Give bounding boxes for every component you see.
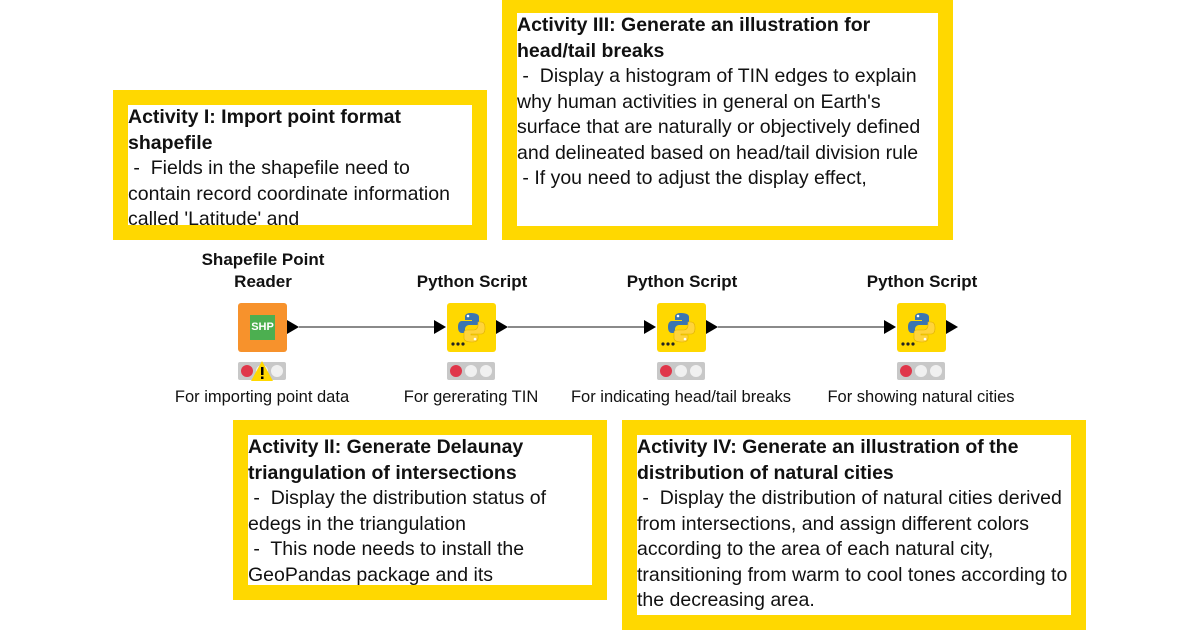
annotation-text: - Display a histogram of TIN edges to ex…	[517, 65, 926, 164]
node-label: For importing point data	[174, 388, 350, 406]
output-port[interactable]	[706, 320, 718, 334]
annotation-title: Activity I: Import point format shapefil…	[128, 106, 401, 154]
python-icon	[901, 313, 936, 346]
status-indicator	[897, 362, 945, 380]
annotation-title: Activity III: Generate an illustration f…	[517, 14, 871, 62]
output-port[interactable]	[496, 320, 508, 334]
python-script-node[interactable]	[447, 303, 496, 352]
node-label: For gererating TIN	[403, 388, 539, 406]
annotation-activity-1[interactable]: Activity I: Import point format shapefil…	[113, 90, 487, 240]
warning-icon	[251, 361, 273, 381]
connection-2-3[interactable]	[508, 326, 645, 328]
annotation-text: - Fields in the shapefile need to contai…	[128, 157, 456, 225]
input-port[interactable]	[884, 320, 896, 334]
python-icon	[661, 313, 696, 346]
python-script-node[interactable]	[657, 303, 706, 352]
python-icon	[451, 313, 486, 346]
node-label: For indicating head/tail breaks	[570, 388, 792, 406]
shp-icon: SHP	[250, 315, 275, 340]
annotation-title: Activity IV: Generate an illustration of…	[637, 436, 1019, 484]
annotation-activity-3[interactable]: Activity III: Generate an illustration f…	[502, 0, 953, 240]
connection-1-2[interactable]	[299, 326, 435, 328]
output-port[interactable]	[946, 320, 958, 334]
python-script-node[interactable]	[897, 303, 946, 352]
connection-3-4[interactable]	[718, 326, 885, 328]
input-port[interactable]	[644, 320, 656, 334]
annotation-activity-4[interactable]: Activity IV: Generate an illustration of…	[622, 420, 1086, 630]
node-title: Python Script	[866, 272, 978, 291]
input-port[interactable]	[434, 320, 446, 334]
node-title: Python Script	[416, 272, 528, 291]
annotation-title: Activity II: Generate Delaunay triangula…	[248, 436, 524, 484]
annotation-text: - This node needs to install the GeoPand…	[248, 538, 530, 585]
node-label: For showing natural cities	[827, 388, 1015, 406]
annotation-activity-2[interactable]: Activity II: Generate Delaunay triangula…	[233, 420, 607, 600]
shapefile-reader-node[interactable]: SHP	[238, 303, 287, 352]
annotation-text: - Display the distribution of natural ci…	[637, 487, 1068, 611]
status-indicator	[657, 362, 705, 380]
status-indicator	[447, 362, 495, 380]
annotation-text: - Display the distribution status of ede…	[248, 487, 552, 535]
output-port[interactable]	[287, 320, 299, 334]
node-title: Shapefile Point Reader	[201, 250, 325, 291]
annotation-text: - If you need to adjust the display effe…	[517, 167, 867, 189]
node-title: Python Script	[626, 272, 738, 291]
